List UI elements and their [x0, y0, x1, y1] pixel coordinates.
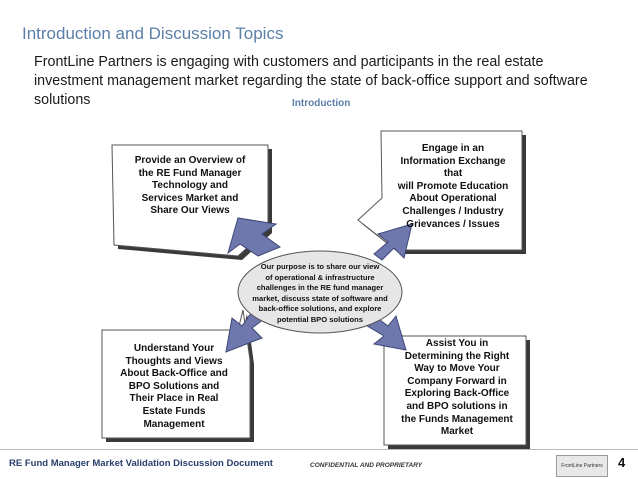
page-number: 4	[618, 455, 626, 470]
center-text-line: Our purpose is to share our view	[260, 262, 380, 271]
box-text-line: Technology and	[152, 180, 228, 192]
center-ellipse	[237, 250, 403, 334]
section-label: Introduction	[292, 98, 351, 109]
box-text-line: Grievances / Issues	[406, 218, 500, 230]
box-text-line: Management	[143, 418, 205, 430]
center-text-line: of operational & infrastructure	[265, 272, 375, 282]
box-text-line: that	[443, 168, 463, 180]
box-text-line: Exploring Back-Office	[404, 388, 510, 400]
box-text-line: Understand Your	[133, 343, 215, 354]
bottom-right-box-text: Assist You in Determining the Right Way …	[390, 338, 524, 439]
center-text-line: back-office solutions, and explore	[258, 304, 382, 314]
box-text-line: will Promote Education	[397, 180, 509, 192]
box-text-line: Estate Funds	[142, 405, 206, 417]
box-text-line: Way to Move Your	[414, 363, 500, 375]
center-purpose-text: Our purpose is to share our view of oper…	[240, 262, 400, 326]
center-text-line: market, discuss state of software and	[252, 293, 388, 303]
footer-confidential-label: CONFIDENTIAL AND PROPRIETARY	[310, 462, 423, 469]
arrow-top-left	[227, 217, 282, 257]
center-text-line: potential BPO solutions	[276, 314, 364, 324]
box-text-line: Determining the Right	[404, 350, 510, 362]
company-logo: FrontLine Partners	[556, 455, 608, 477]
center-text-line: challenges in the RE fund manager	[256, 283, 384, 293]
box-text-line: BPO Solutions and	[128, 380, 220, 392]
box-text-line: Market	[440, 426, 474, 438]
box-text-line: and BPO solutions in	[406, 400, 508, 412]
box-text-line: the RE Fund Manager	[138, 167, 242, 179]
box-text-line: Their Place in Real	[129, 393, 219, 405]
footer-divider	[0, 449, 638, 450]
slide-subtitle: FrontLine Partners is engaging with cust…	[34, 54, 588, 108]
box-text-line: Information Exchange	[400, 155, 506, 167]
box-text-line: Provide an Overview of	[134, 155, 246, 166]
box-text-line: Engage in an	[421, 143, 485, 154]
bottom-left-box-text: Understand Your Thoughts and Views About…	[106, 343, 242, 431]
slide-title: Introduction and Discussion Topics	[22, 24, 284, 43]
box-text-line: Assist You in	[425, 338, 489, 349]
box-text-line: About Back-Office and	[120, 368, 228, 380]
box-text-line: Thoughts and Views	[125, 355, 223, 367]
box-text-line: Share Our Views	[150, 205, 230, 217]
box-text-line: Services Market and	[141, 192, 239, 204]
footer-document-title: RE Fund Manager Market Validation Discus…	[9, 458, 273, 469]
top-right-box-text: Engage in an Information Exchange that w…	[386, 143, 520, 231]
box-text-line: About Operational	[409, 193, 497, 205]
arrow-top-right	[373, 223, 413, 261]
box-text-line: the Funds Management	[401, 413, 513, 425]
box-text-line: Challenges / Industry	[402, 205, 504, 217]
box-text-line: Company Forward in	[407, 375, 507, 387]
top-left-box-text: Provide an Overview of the RE Fund Manag…	[116, 155, 264, 218]
